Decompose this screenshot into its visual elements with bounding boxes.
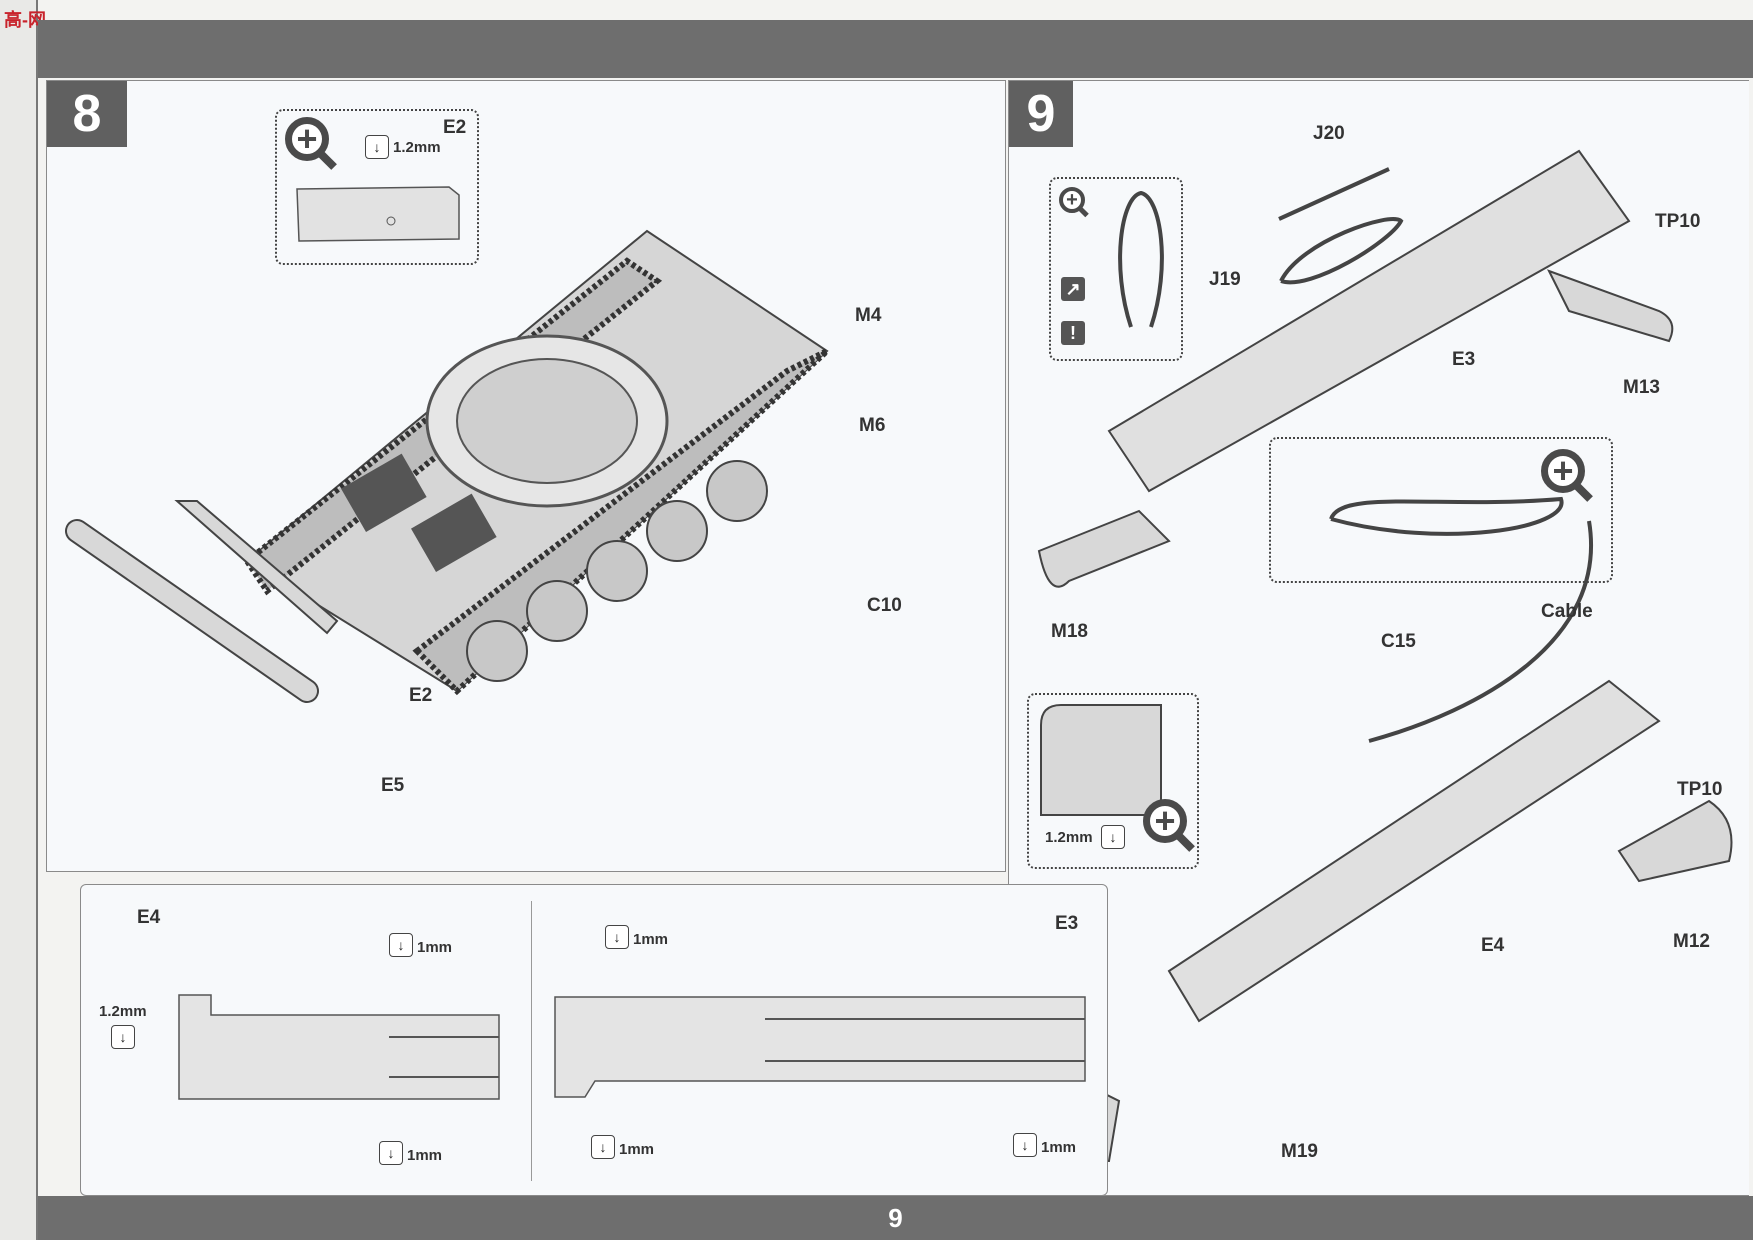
zoom-icon: + <box>1541 449 1585 493</box>
step-8-number: 8 <box>47 81 127 147</box>
footer-bar: 9 <box>38 1196 1753 1240</box>
e4-drill-bottom-size: 1mm <box>407 1147 443 1164</box>
zoom-icon: + <box>1143 799 1187 843</box>
e4-drill-left-size: 1.2mm <box>99 1003 147 1020</box>
drill-icon: ↓ <box>1013 1133 1037 1157</box>
label-m18: M18 <box>1051 621 1088 642</box>
m13-part <box>1546 269 1674 343</box>
cable-detail-box: + ↗ ! <box>1049 177 1183 361</box>
label-e2: E2 <box>409 685 433 706</box>
label-m6: M6 <box>859 415 886 436</box>
drill-icon: ↓ <box>379 1141 403 1165</box>
step-8-detail-box: + ↓ 1.2mm E2 <box>275 109 479 265</box>
j19-part <box>1279 217 1404 285</box>
site-logo: 高-网 <box>4 10 46 30</box>
drill-icon: ↓ <box>111 1025 135 1049</box>
drilling-detail-panel: E4 1.2mm ↓ ↓ 1mm ↓ 1mm E3 ↓ 1mm ↓ 1mm ↓ … <box>80 884 1108 1196</box>
zoom-icon: + <box>1059 187 1085 213</box>
e3-drill-bottom-right-size: 1mm <box>1041 1139 1077 1156</box>
drill-icon: ↓ <box>591 1135 615 1159</box>
label-m19: M19 <box>1281 1141 1318 1162</box>
e2-detail-part <box>296 186 460 242</box>
e3-title: E3 <box>1055 913 1079 934</box>
drill-size: 1.2mm <box>1045 829 1093 846</box>
label-cable: Cable <box>1541 601 1593 622</box>
drill-size: 1.2mm <box>393 139 441 156</box>
e3-fender-part <box>1107 149 1631 493</box>
header-bar <box>38 20 1753 78</box>
label-j20: J20 <box>1313 123 1345 144</box>
m18-detail-part <box>1040 704 1162 816</box>
label-m4: M4 <box>855 305 882 326</box>
step-8-panel: 8 + ↓ 1.2mm E2 M4 M6 C10 E2 E5 <box>46 80 1006 872</box>
cable-loop <box>1118 190 1164 328</box>
e2-plate-part <box>174 500 339 635</box>
e4-underside-view <box>178 994 500 1100</box>
e3-underside-view <box>554 996 1086 1098</box>
cable-coil <box>1329 496 1564 536</box>
panel-divider <box>531 901 532 1181</box>
e5-tube-part <box>65 519 319 703</box>
e4-fender-part <box>1167 679 1661 1023</box>
e3-drill-top-size: 1mm <box>633 931 669 948</box>
label-e3: E3 <box>1452 349 1476 370</box>
step-9-number: 9 <box>1009 81 1073 147</box>
cable-fender-detail-box: + <box>1269 437 1613 583</box>
j20-part <box>1278 167 1390 221</box>
label-m13: M13 <box>1623 377 1660 398</box>
e4-title: E4 <box>137 907 161 928</box>
warning-icon: ! <box>1061 321 1085 345</box>
binding-strip <box>0 0 38 1240</box>
drill-icon: ↓ <box>389 933 413 957</box>
label-e2-detail: E2 <box>443 117 467 138</box>
page-number: 9 <box>888 1202 903 1233</box>
bend-icon: ↗ <box>1061 277 1085 301</box>
drill-icon: ↓ <box>1101 825 1125 849</box>
label-tp10-bottom: TP10 <box>1677 779 1723 800</box>
e3-drill-bottom-left-size: 1mm <box>619 1141 655 1158</box>
zoom-icon: + <box>285 117 329 161</box>
step-9-panel: 9 + ↗ ! + 1.2mm ↓ + <box>1007 80 1749 1196</box>
label-c10: C10 <box>867 595 902 616</box>
cable-part <box>1368 520 1593 743</box>
label-e5: E5 <box>381 775 405 796</box>
label-e4: E4 <box>1481 935 1505 956</box>
drill-icon: ↓ <box>605 925 629 949</box>
m18-part <box>1037 509 1171 588</box>
label-c15: C15 <box>1381 631 1416 652</box>
m18-detail-box: 1.2mm ↓ + <box>1027 693 1199 869</box>
label-j19: J19 <box>1209 269 1241 290</box>
tank-hull-illustration <box>242 229 830 696</box>
e4-drill-top-size: 1mm <box>417 939 453 956</box>
drill-icon: ↓ <box>365 135 389 159</box>
label-tp10-top: TP10 <box>1655 211 1701 232</box>
label-m12: M12 <box>1673 931 1710 952</box>
m12-part <box>1617 799 1733 883</box>
